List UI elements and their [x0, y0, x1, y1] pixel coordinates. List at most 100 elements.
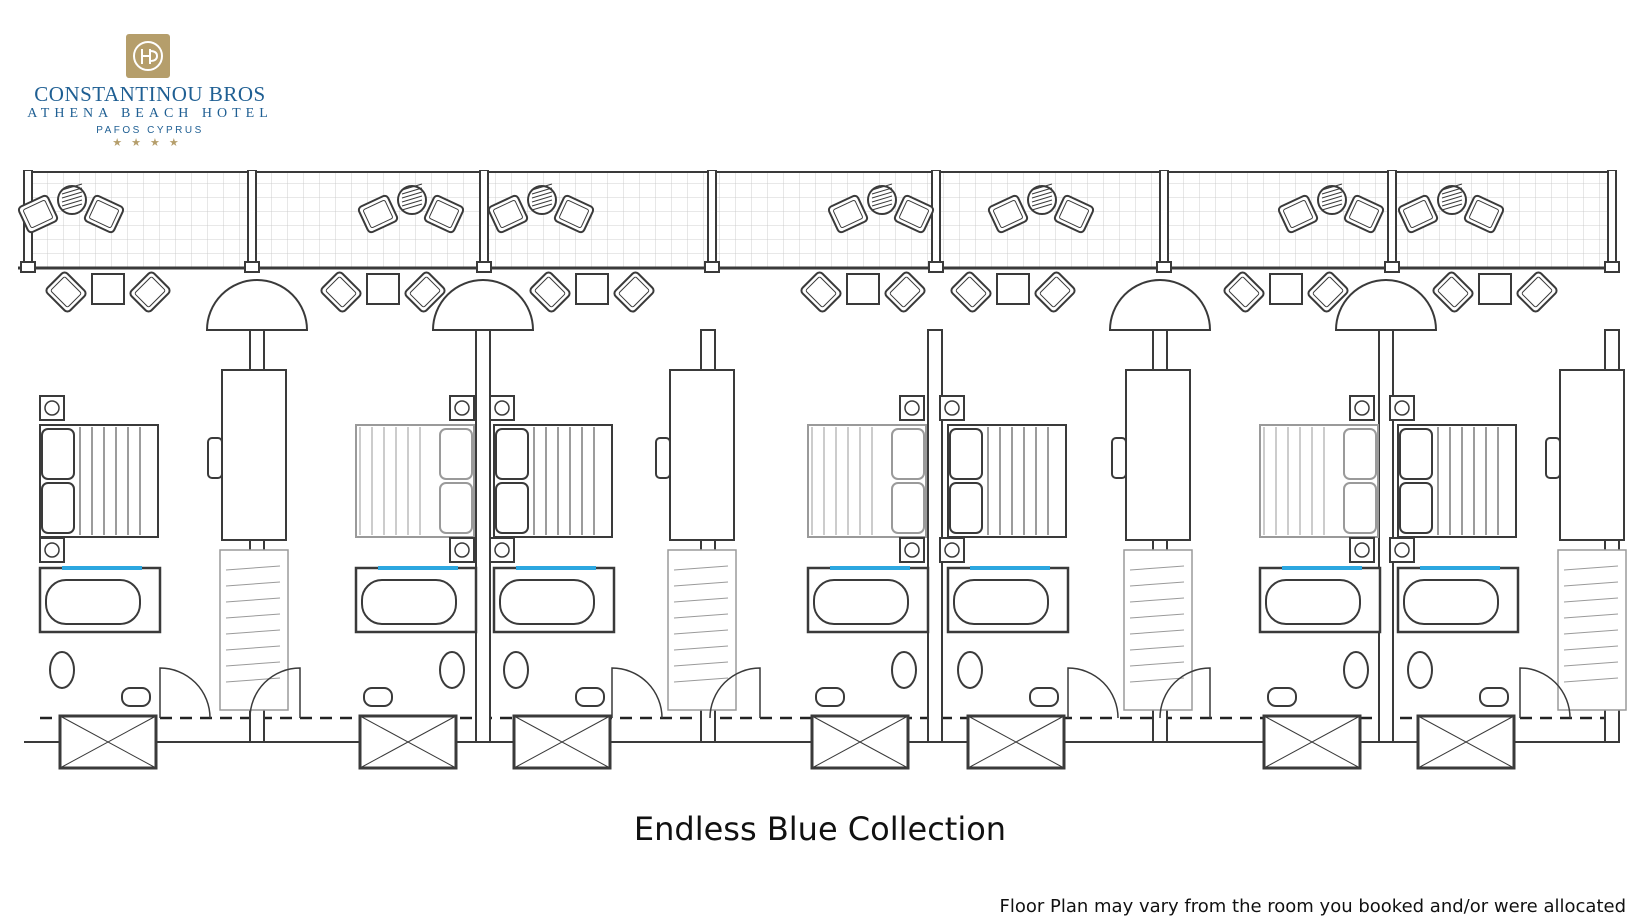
armchair-icon [1397, 194, 1439, 234]
chair-seat [1059, 200, 1089, 228]
table-stripe [1031, 195, 1053, 203]
chair-seat [429, 200, 459, 228]
balcony-divider-wall [1159, 170, 1169, 271]
chair-seat [618, 276, 650, 308]
armchair-icon [884, 271, 926, 313]
door-swing-icon [611, 667, 663, 719]
balcony-furniture-set [487, 183, 595, 234]
bathroom-suite [946, 566, 1070, 770]
bedside-lamp-icon [939, 537, 965, 563]
chair-seat [1469, 200, 1499, 228]
star-rating: ★★★★ [112, 137, 188, 149]
lamp-shade [1354, 400, 1370, 416]
hanger-line [673, 613, 729, 619]
chair-seat [363, 200, 393, 228]
sink-icon [891, 651, 917, 689]
bedside-lamp-icon [449, 395, 475, 421]
table-stripe [61, 203, 83, 211]
table-stripe [401, 191, 423, 199]
structural-column [475, 329, 491, 743]
armchair-icon [357, 194, 399, 234]
table-stripe [1321, 203, 1343, 211]
chair-seat [899, 200, 929, 228]
armchair-icon [1223, 271, 1265, 313]
side-table [1269, 273, 1303, 305]
hanger-line [1563, 677, 1619, 683]
hanger-line [1563, 581, 1619, 587]
door-arc [249, 667, 301, 719]
wardrobe-desk-unit [1545, 369, 1627, 711]
table-stripe [871, 195, 893, 203]
wall-column [704, 261, 720, 273]
table-stripe [871, 187, 893, 195]
door-arc [611, 667, 663, 719]
desk-chair [1111, 437, 1127, 479]
pillow [1399, 482, 1433, 534]
table-stripe [1321, 195, 1343, 203]
wall-column [20, 261, 36, 273]
desk-chair [1545, 437, 1561, 479]
pillow [41, 428, 75, 480]
lamp-shade [1354, 542, 1370, 558]
bedside-lamp-icon [39, 395, 65, 421]
window-bay [205, 279, 309, 331]
balcony-divider-wall [931, 170, 941, 271]
chair-outline [1516, 271, 1558, 313]
side-table [996, 273, 1030, 305]
balcony-table-icon [397, 183, 427, 215]
chair-seat [1039, 276, 1071, 308]
lamp-shade [44, 400, 60, 416]
table-stripe [531, 187, 553, 195]
bathtub-icon [813, 579, 909, 625]
armchair-icon [613, 271, 655, 313]
table-stripe [1441, 195, 1463, 203]
table-stripe [1031, 183, 1053, 191]
lamp-shade [944, 400, 960, 416]
table-stripe [401, 199, 423, 207]
side-table [366, 273, 400, 305]
hanger-line [1563, 629, 1619, 635]
pillow [891, 428, 925, 480]
table-stripe [401, 195, 423, 203]
sink-icon [957, 651, 983, 689]
floor-plan [17, 170, 1627, 770]
bay-arc [1108, 279, 1212, 331]
balcony-table-icon [1317, 183, 1347, 215]
toilet-icon [815, 687, 845, 707]
shower-drain-lines [967, 715, 1065, 769]
hanger-line [225, 597, 281, 603]
balcony-furniture-set [1277, 183, 1385, 234]
bathroom-suite [492, 566, 616, 770]
chair-outline [320, 271, 362, 313]
wall-column [1384, 261, 1400, 273]
sink-icon [503, 651, 529, 689]
bathroom-suite [354, 566, 478, 770]
lamp-shade [1394, 400, 1410, 416]
armchair-icon [1053, 194, 1095, 234]
pillow [949, 428, 983, 480]
lamp-base [899, 537, 925, 563]
hanger-line [673, 629, 729, 635]
door-swing-icon [1519, 667, 1571, 719]
hanger-line [1129, 565, 1185, 571]
lamp-shade [494, 400, 510, 416]
chair-seat [993, 200, 1023, 228]
chair-outline [884, 271, 926, 313]
bathtub-icon [953, 579, 1049, 625]
bedside-lamp-icon [1349, 395, 1375, 421]
chair-seat [559, 200, 589, 228]
chair-outline [950, 271, 992, 313]
hanger-line [1129, 677, 1185, 683]
bed-alternate-layout [355, 424, 475, 538]
double-bed [947, 424, 1067, 538]
hanger-line [1129, 597, 1185, 603]
door-arc [1067, 667, 1119, 719]
table-stripe [531, 203, 553, 211]
shower-drain-lines [1417, 715, 1515, 769]
door-swing-icon [1067, 667, 1119, 719]
lamp-base [39, 537, 65, 563]
table-stripe [1441, 187, 1463, 195]
table-stripe [1321, 199, 1343, 207]
pillow [495, 482, 529, 534]
shower-drain-lines [811, 715, 909, 769]
